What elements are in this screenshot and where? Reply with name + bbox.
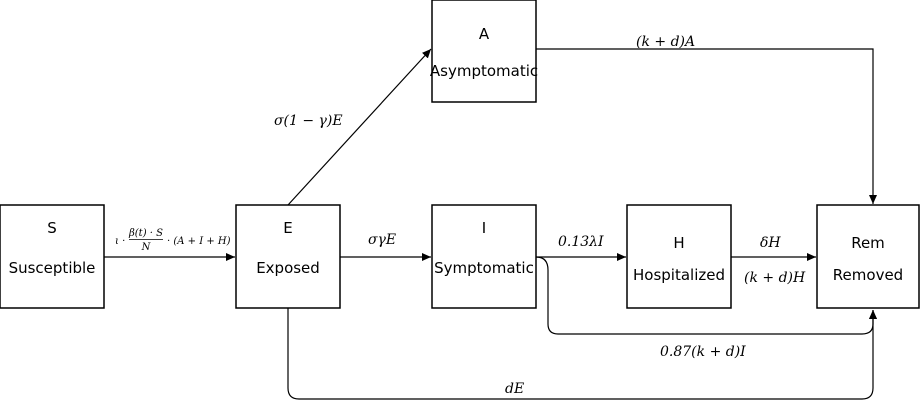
rate-s-to-e-suffix: · (A + I + H) [167, 236, 231, 247]
svg-text:ι ·: ι · [115, 236, 125, 247]
rate-e-to-rem: dE [505, 381, 524, 397]
removed-name: Removed [833, 266, 903, 284]
asymptomatic-code: A [479, 25, 490, 43]
rate-e-to-a: σ(1 − γ)E [274, 113, 343, 129]
exposed-code: E [283, 219, 292, 237]
box-asymptomatic: A Asymptomatic [430, 0, 538, 103]
susceptible-code: S [47, 219, 57, 237]
rate-h-to-rem-delta: δH [760, 235, 781, 251]
arrow-e-to-a [287, 48, 432, 206]
box-symptomatic: I Symptomatic [431, 204, 537, 309]
hospitalized-code: H [673, 234, 684, 252]
asymptomatic-name: Asymptomatic [430, 62, 538, 80]
rate-s-to-e-denominator: N [141, 242, 152, 253]
box-removed: Rem Removed [816, 204, 920, 309]
symptomatic-code: I [482, 219, 486, 237]
rate-h-to-rem-kd: (k + d)H [744, 270, 806, 286]
rate-s-to-e: ι · β(t) · S N · (A + I + H) [115, 228, 231, 253]
susceptible-name: Susceptible [9, 259, 96, 277]
removed-code: Rem [851, 234, 885, 252]
exposed-name: Exposed [256, 259, 320, 277]
rate-i-to-h: 0.13λI [558, 234, 604, 250]
arrow-i-to-rem [535, 256, 877, 335]
rate-i-to-rem: 0.87(k + d)I [660, 344, 746, 360]
rate-s-to-e-numerator: β(t) · S [128, 228, 163, 239]
box-hospitalized: H Hospitalized [626, 204, 732, 309]
arrow-e-to-rem [287, 308, 877, 400]
box-susceptible: S Susceptible [0, 204, 105, 309]
symptomatic-name: Symptomatic [434, 259, 534, 277]
box-exposed: E Exposed [235, 204, 341, 309]
rate-a-to-rem: (k + d)A [636, 34, 695, 50]
arrow-a-to-rem [536, 48, 877, 204]
rate-e-to-i: σγE [368, 232, 396, 248]
hospitalized-name: Hospitalized [633, 266, 725, 284]
